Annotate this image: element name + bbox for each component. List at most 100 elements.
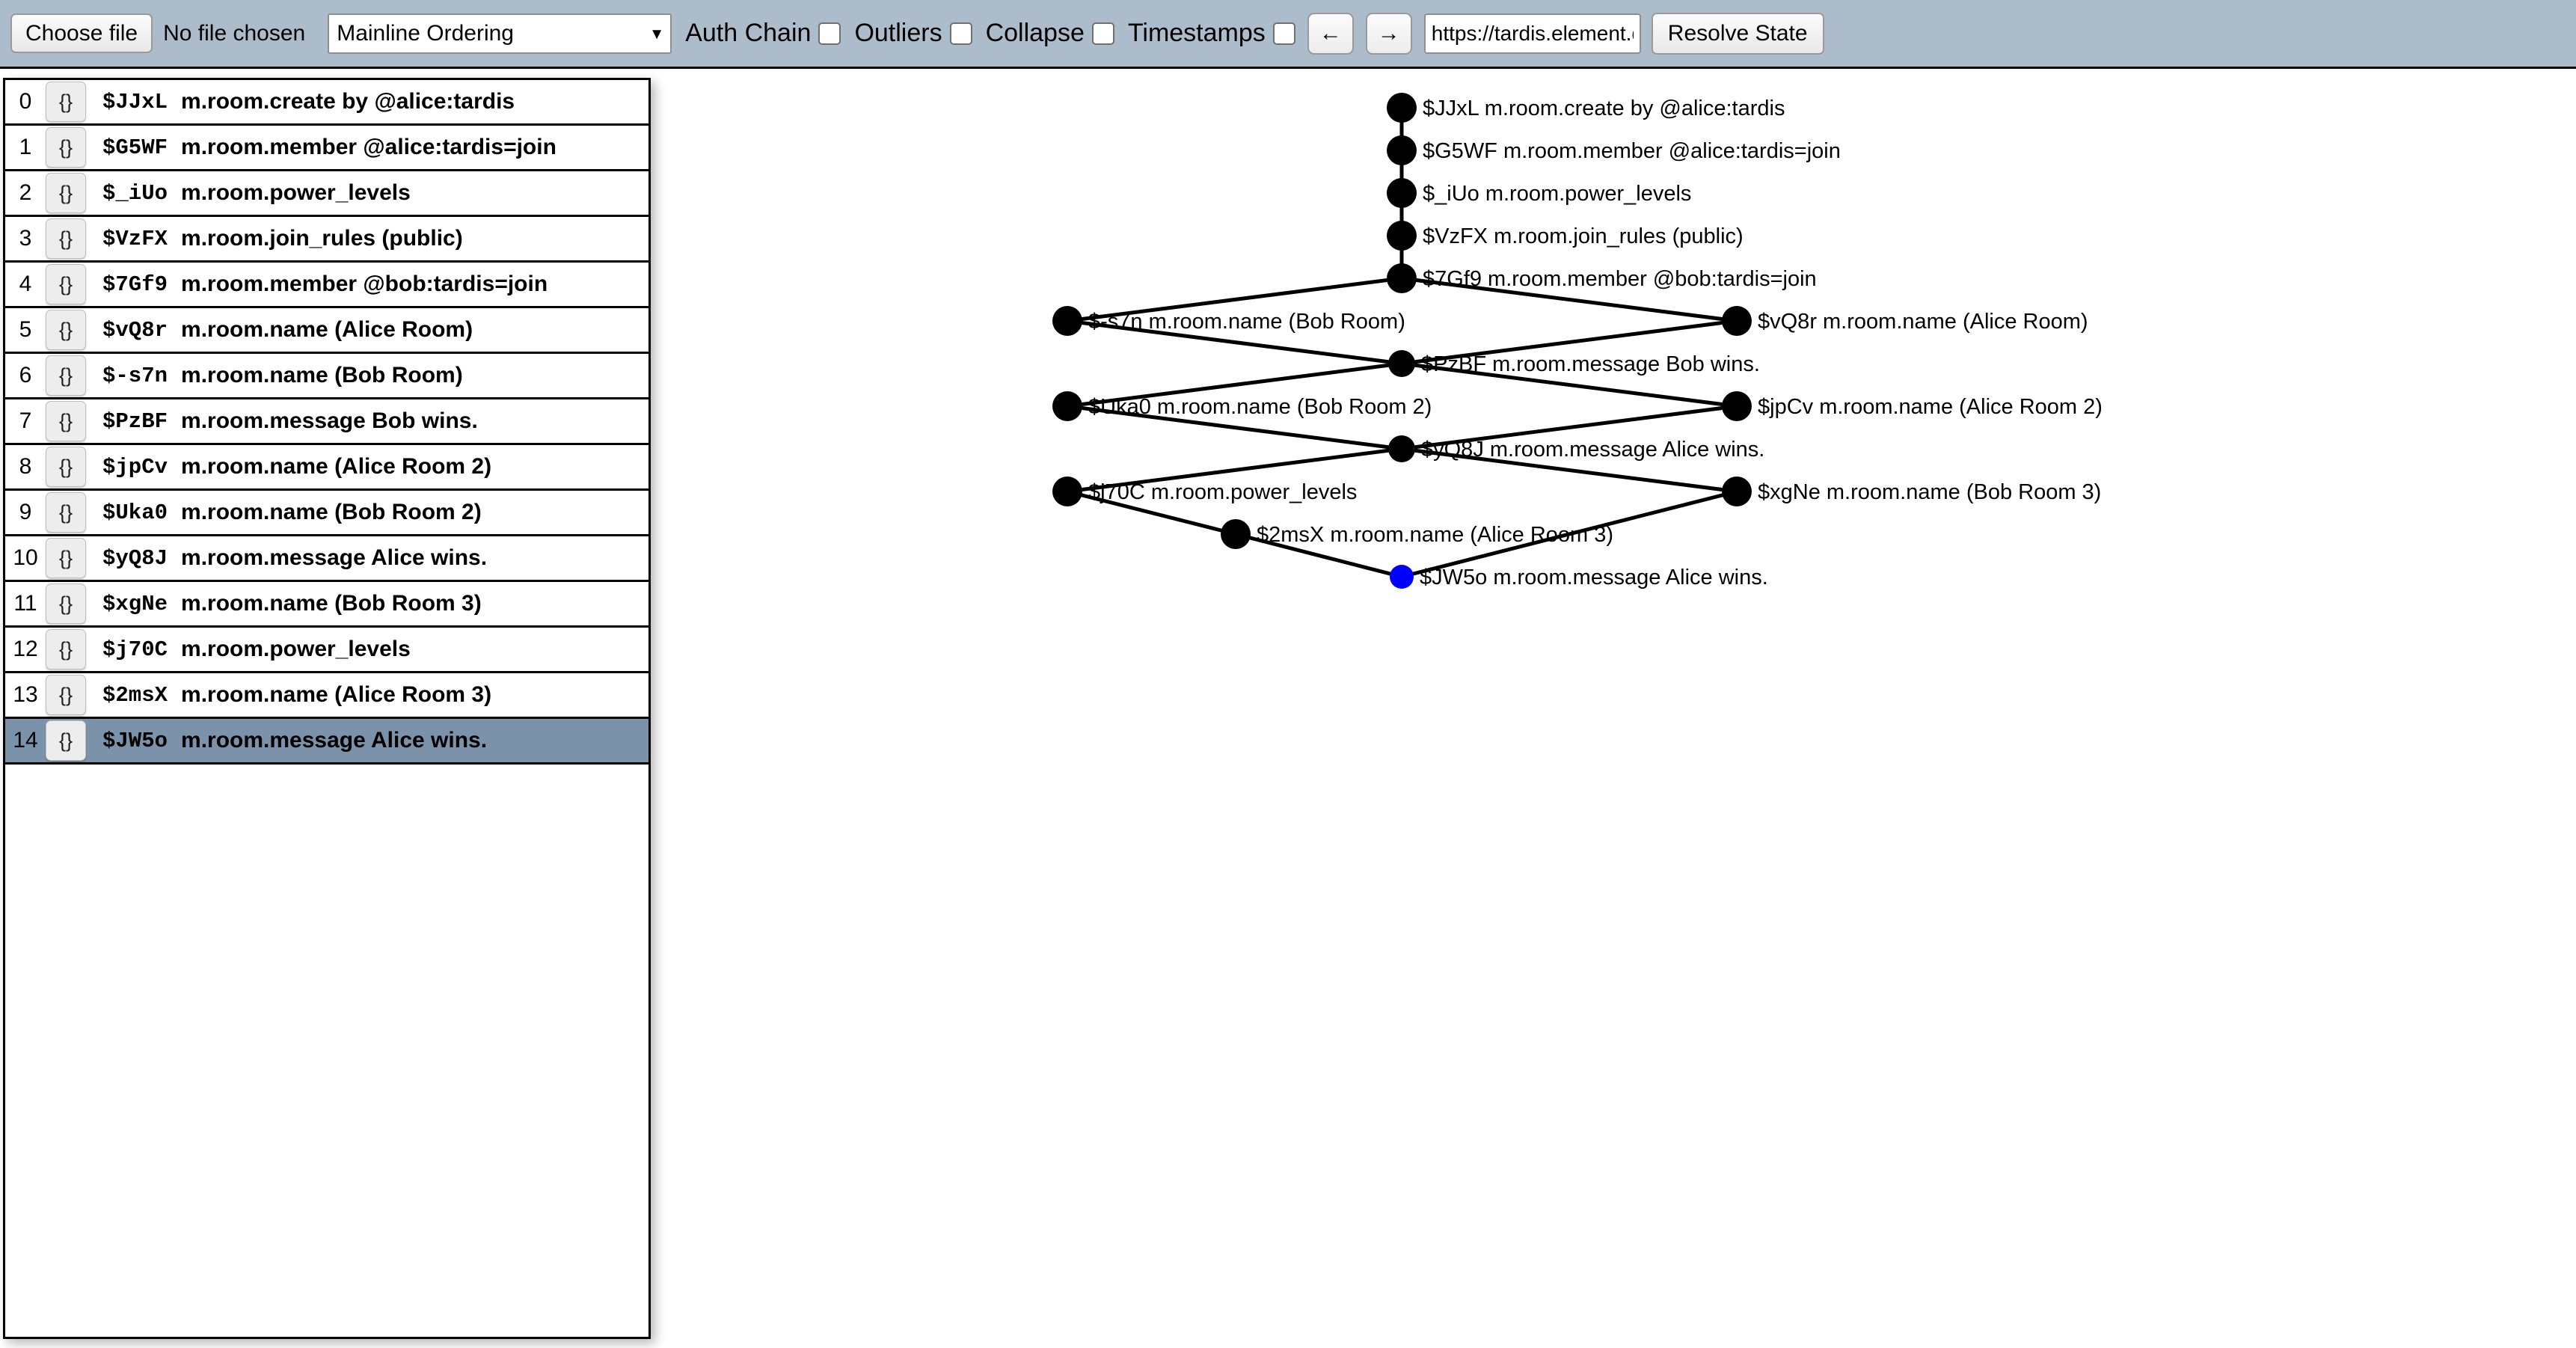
view-json-button[interactable]: {} [46, 173, 86, 213]
dag-edge [1401, 447, 1738, 494]
dag-node-label: $_iUo m.room.power_levels [1423, 182, 1691, 206]
view-json-button[interactable]: {} [46, 127, 86, 168]
dag-node[interactable] [1722, 306, 1752, 336]
dag-node-label: $Uka0 m.room.name (Bob Room 2) [1088, 395, 1432, 419]
dag-edge [1067, 404, 1402, 451]
view-json-button[interactable]: {} [46, 583, 86, 624]
event-type: m.room.message Bob wins. [181, 408, 478, 433]
dag-node[interactable] [1387, 135, 1417, 165]
dag-node-label: $vQ8r m.room.name (Alice Room) [1758, 310, 2088, 334]
event-index: 10 [13, 545, 38, 570]
dag-edge [1067, 361, 1402, 408]
back-arrow-button[interactable]: ← [1307, 12, 1354, 55]
url-input[interactable] [1423, 13, 1641, 54]
view-json-button[interactable]: {} [46, 310, 86, 350]
event-type: m.room.create by @alice:tardis [181, 89, 515, 114]
collapse-checkbox[interactable] [1091, 22, 1114, 45]
dag-node[interactable] [1388, 350, 1415, 377]
dag-edge [1067, 489, 1236, 536]
view-json-button[interactable]: {} [46, 401, 86, 441]
event-id: $PzBF [102, 408, 168, 434]
choose-file-button[interactable]: Choose file [10, 13, 153, 53]
event-list-row[interactable]: 3 {} $VzFX m.room.join_rules (public) [5, 217, 648, 263]
view-json-button[interactable]: {} [46, 629, 86, 670]
event-type: m.room.name (Alice Room) [181, 317, 473, 342]
dag-node[interactable] [1388, 435, 1415, 462]
auth-chain-checkbox[interactable] [818, 22, 841, 45]
dag-node[interactable] [1722, 477, 1752, 506]
event-index: 4 [19, 272, 32, 296]
event-index: 0 [19, 89, 32, 114]
event-id: $-s7n [102, 363, 168, 388]
event-id: $xgNe [102, 591, 168, 616]
event-index: 13 [13, 682, 38, 707]
view-json-button[interactable]: {} [46, 538, 86, 578]
view-json-button[interactable]: {} [46, 355, 86, 396]
dag-node[interactable] [1390, 565, 1414, 589]
event-index: 2 [19, 180, 32, 205]
event-id: $G5WF [102, 135, 168, 160]
event-list-row[interactable]: 7 {} $PzBF m.room.message Bob wins. [5, 399, 648, 445]
ordering-select[interactable]: Mainline Ordering [328, 13, 672, 54]
event-id: $j70C [102, 637, 168, 662]
dag-node-label: $yQ8J m.room.message Alice wins. [1421, 438, 1764, 462]
dag-nodes: $JJxL m.room.create by @alice:tardis$G5W… [1052, 93, 2103, 589]
forward-arrow-button[interactable]: → [1365, 12, 1412, 55]
collapse-label: Collapse [985, 19, 1085, 47]
event-index: 3 [19, 226, 32, 251]
view-json-button[interactable]: {} [46, 492, 86, 533]
toolbar: Choose file No file chosen Mainline Orde… [0, 0, 2576, 69]
event-type: m.room.message Alice wins. [181, 728, 488, 753]
event-type: m.room.join_rules (public) [181, 226, 463, 251]
view-json-button[interactable]: {} [46, 447, 86, 487]
event-index: 11 [13, 591, 37, 616]
view-json-button[interactable]: {} [46, 82, 86, 122]
event-index: 7 [19, 408, 32, 433]
dag-node[interactable] [1387, 221, 1417, 251]
dag-node[interactable] [1387, 93, 1417, 123]
view-json-button[interactable]: {} [46, 720, 86, 761]
view-json-button[interactable]: {} [46, 218, 86, 259]
ordering-select-wrapper[interactable]: Mainline Ordering ▾ [328, 13, 672, 54]
dag-node[interactable] [1052, 477, 1082, 506]
resolve-state-button[interactable]: Resolve State [1651, 12, 1824, 55]
event-id: $Uka0 [102, 500, 168, 525]
dag-node[interactable] [1722, 391, 1752, 421]
event-id: $7Gf9 [102, 272, 168, 297]
auth-chain-label: Auth Chain [685, 19, 812, 47]
view-json-button[interactable]: {} [46, 264, 86, 304]
dag-node-label: $xgNe m.room.name (Bob Room 3) [1758, 480, 2101, 504]
dag-node-label: $JW5o m.room.message Alice wins. [1420, 566, 1768, 589]
dag-node[interactable] [1052, 306, 1082, 336]
timestamps-checkbox[interactable] [1272, 22, 1295, 45]
dag-svg: $JJxL m.room.create by @alice:tardis$G5W… [1052, 93, 2103, 589]
dag-node[interactable] [1052, 391, 1082, 421]
dag-node-label: $-s7n m.room.name (Bob Room) [1088, 310, 1405, 334]
dag-node[interactable] [1221, 519, 1251, 549]
event-type: m.room.message Alice wins. [181, 545, 488, 570]
dag-node[interactable] [1387, 263, 1417, 293]
dag-node-label: $G5WF m.room.member @alice:tardis=join [1423, 139, 1841, 163]
event-id: $VzFX [102, 226, 168, 251]
event-dag-graph: $JJxL m.room.create by @alice:tardis$G5W… [658, 72, 2573, 1348]
outliers-checkbox[interactable] [949, 22, 972, 45]
view-json-button[interactable]: {} [46, 675, 86, 715]
event-index: 8 [19, 454, 32, 479]
event-index: 1 [19, 135, 32, 159]
event-id: $2msX [102, 682, 168, 708]
dag-node[interactable] [1387, 178, 1417, 208]
